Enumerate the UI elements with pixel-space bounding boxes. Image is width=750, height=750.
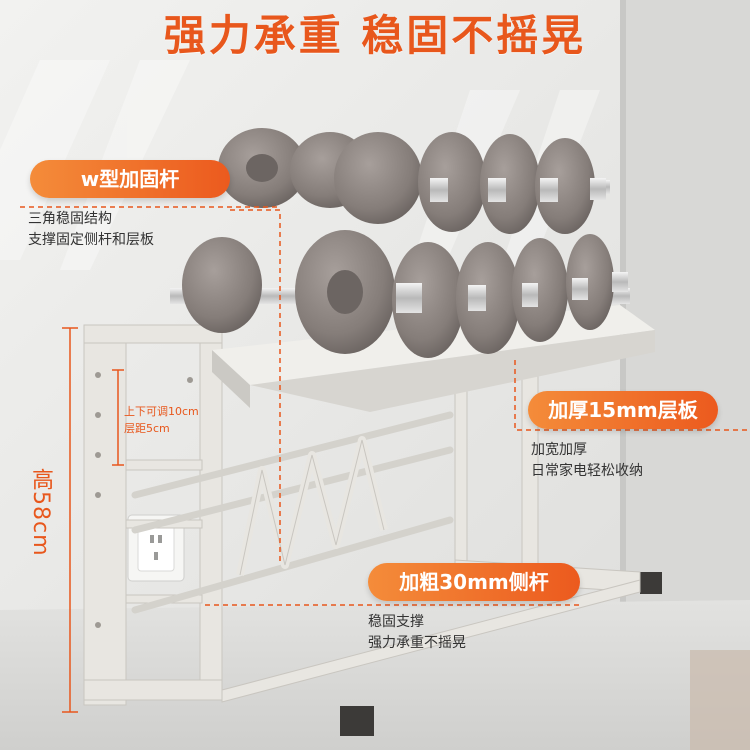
- note-line: 日常家电轻松收纳: [531, 463, 643, 479]
- height-dimension: [62, 327, 124, 713]
- countertop: [0, 600, 750, 750]
- guide-lines: [20, 206, 750, 606]
- side-rails: [131, 411, 454, 614]
- note-line: 三角稳固结构: [28, 211, 112, 227]
- note-line: 支撑固定侧杆和层板: [28, 232, 154, 248]
- rack-foot: [640, 572, 662, 594]
- note-line: 稳固支撑: [368, 614, 424, 630]
- headline: 强力承重 稳固不摇晃: [163, 11, 587, 60]
- adjust-note: 上下可调10cm 层距5cm: [124, 403, 199, 437]
- rack-foot: [340, 706, 374, 736]
- height-label: 高58cm: [28, 468, 53, 557]
- side-bar-callout-title: 加粗30mm侧杆: [360, 559, 588, 605]
- w-bar-callout-title: w型加固杆: [22, 156, 238, 202]
- note-line: 加宽加厚: [531, 442, 587, 458]
- adjust-note-line: 层距5cm: [124, 422, 170, 435]
- adjust-note-line: 上下可调10cm: [124, 405, 199, 418]
- w-bar-callout-text: 三角稳固结构 支撑固定侧杆和层板: [28, 209, 154, 251]
- shelf-callout-title: 加厚15mm层板: [520, 387, 726, 433]
- shelf-callout-text: 加宽加厚 日常家电轻松收纳: [531, 440, 643, 482]
- rack-left-frame: [83, 324, 223, 706]
- cabinet-side: [620, 0, 750, 620]
- note-line: 强力承重不摇晃: [368, 635, 466, 651]
- dumbbell-rack-load: [170, 128, 630, 358]
- side-bar-callout-text: 稳固支撑 强力承重不摇晃: [368, 612, 466, 654]
